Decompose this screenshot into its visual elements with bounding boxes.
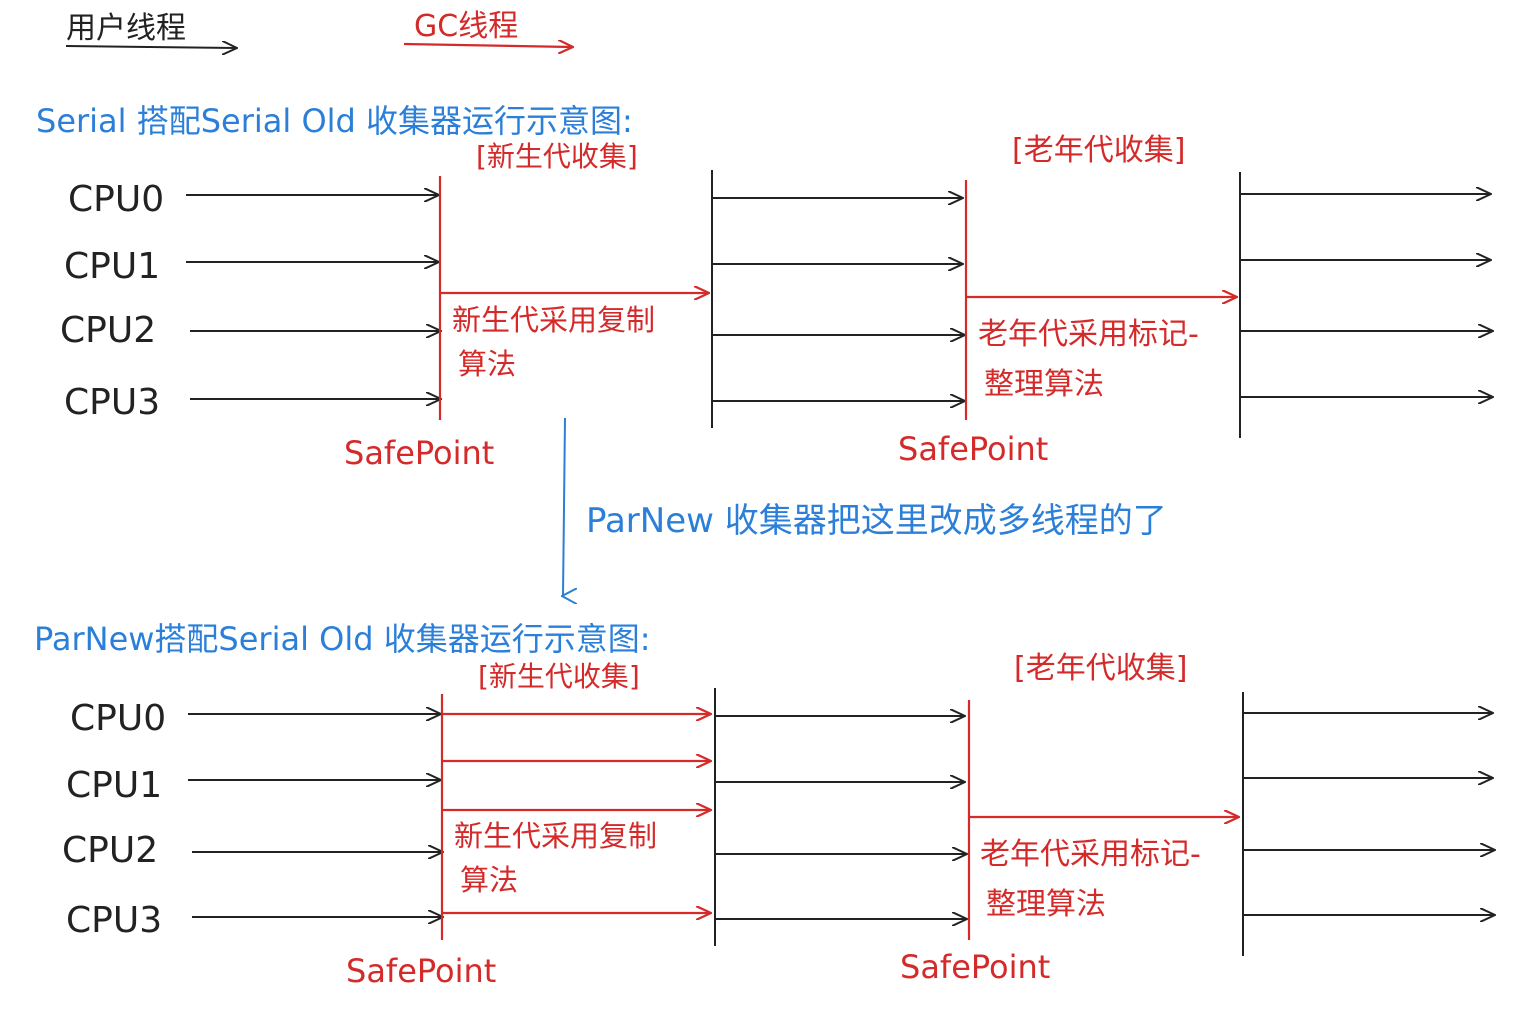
legend-gc-thread-label: GC线程 [414, 9, 518, 44]
cpu-label: CPU0 [68, 179, 164, 220]
panel-parnew: ParNew搭配Serial Old 收集器运行示意图: [新生代收集] [老年… [34, 620, 1494, 990]
young-gen-label: [新生代收集] [476, 140, 638, 173]
cpu-label: CPU0 [70, 698, 166, 739]
legend-user-thread-arrow [65, 46, 236, 48]
cpu-label: CPU1 [64, 246, 160, 287]
old-gen-label: [老年代收集] [1014, 651, 1187, 686]
transition-note: ParNew 收集器把这里改成多线程的了 [586, 501, 1167, 541]
old-algo-text: 整理算法 [984, 367, 1104, 402]
old-algo-text: 老年代采用标记- [978, 317, 1199, 352]
cpu-label: CPU1 [66, 765, 162, 806]
cpu-label: CPU2 [60, 310, 156, 351]
safepoint-label: SafePoint [344, 434, 494, 472]
old-gen-label: [老年代收集] [1012, 133, 1185, 168]
young-gen-label: [新生代收集] [478, 660, 640, 693]
transition-arrow [563, 417, 565, 596]
transition: ParNew 收集器把这里改成多线程的了 [563, 417, 1167, 596]
safepoint-label: SafePoint [898, 430, 1048, 468]
young-algo-text: 新生代采用复制 [454, 819, 657, 853]
young-algo-text: 算法 [458, 347, 516, 381]
cpu-label: CPU3 [64, 382, 160, 423]
old-algo-text: 老年代采用标记- [980, 837, 1201, 872]
panel-serial: Serial 搭配Serial Old 收集器运行示意图: [新生代收集] [老… [36, 102, 1492, 472]
panel-title: Serial 搭配Serial Old 收集器运行示意图: [36, 102, 633, 140]
safepoint-label: SafePoint [346, 952, 496, 990]
young-algo-text: 新生代采用复制 [452, 303, 655, 337]
old-algo-text: 整理算法 [986, 887, 1106, 922]
safepoint-label: SafePoint [900, 948, 1050, 986]
panel-title: ParNew搭配Serial Old 收集器运行示意图: [34, 620, 651, 658]
legend-user-thread-label: 用户线程 [66, 11, 186, 46]
legend-gc-thread-arrow [403, 44, 572, 47]
cpu-label: CPU2 [62, 830, 158, 871]
cpu-label: CPU3 [66, 900, 162, 941]
young-algo-text: 算法 [460, 863, 518, 897]
legend: 用户线程 GC线程 [65, 9, 572, 48]
